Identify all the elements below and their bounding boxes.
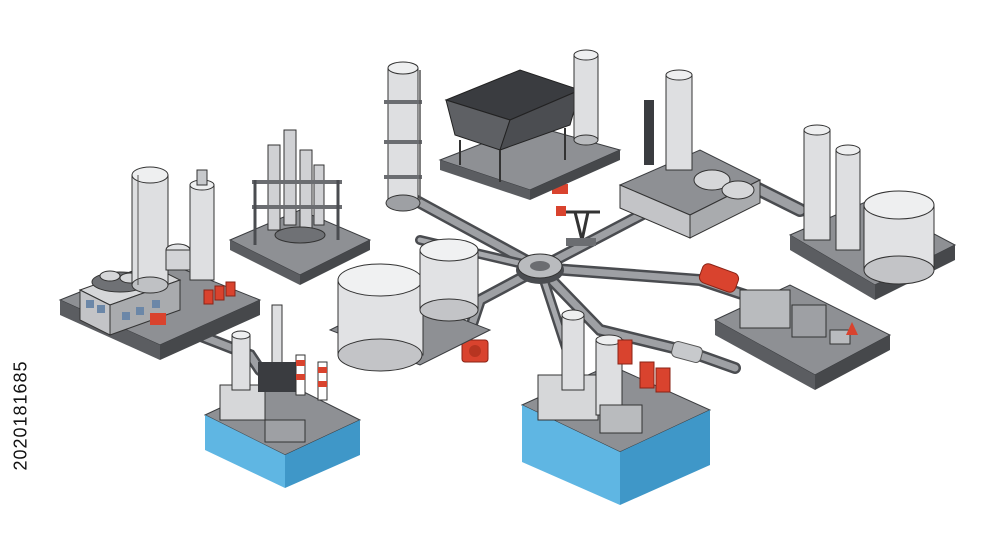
pipeline-valves <box>461 184 740 363</box>
processing-unit <box>618 69 762 239</box>
settling-tanks <box>438 49 622 200</box>
pumpjack <box>556 206 600 246</box>
stock-id-text: 2020181685 <box>10 359 31 471</box>
right-tank-farm <box>788 124 957 300</box>
offshore-platform-center <box>520 309 712 505</box>
pipeline-hub <box>516 253 564 284</box>
stock-id-label: 2020181685 <box>6 300 36 530</box>
storage-tank-farm <box>328 238 492 372</box>
offshore-platform-left <box>203 304 362 488</box>
tall-fractionating-column <box>384 61 422 212</box>
compressor-station <box>713 284 892 390</box>
refinery-left <box>58 166 262 360</box>
distillation-unit <box>228 129 372 285</box>
